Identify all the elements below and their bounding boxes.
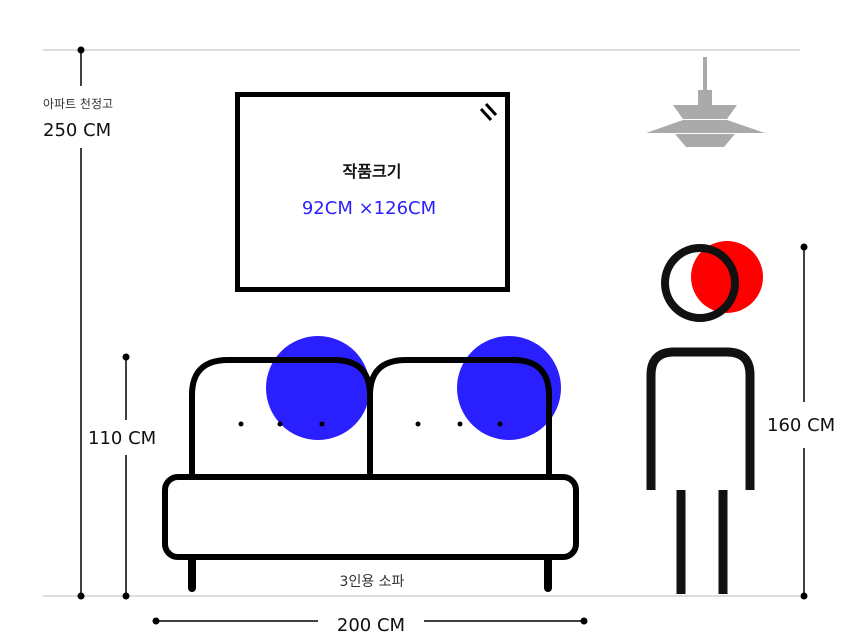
sofa-height-value: 110 CM (88, 428, 156, 449)
artwork-frame: 작품크기 92CM ×126CM (235, 92, 510, 292)
sofa-buttons (238, 421, 503, 427)
sofa-label: 3인용 소파 (340, 574, 405, 590)
ceiling-value: 250 CM (43, 120, 111, 141)
artwork-title: 작품크기 (343, 162, 402, 181)
person-icon (646, 241, 763, 594)
artwork-size: 92CM ×126CM (302, 198, 436, 219)
sofa-icon (162, 357, 579, 592)
ceiling-dimension: 아파트 천정고 250 CM (43, 46, 113, 600)
ceiling-label: 아파트 천정고 (43, 96, 113, 111)
person-height-dimension: 160 CM (767, 243, 835, 600)
pendant-lamp-icon (646, 57, 765, 147)
person-height-value: 160 CM (767, 415, 835, 436)
hanger-icon (479, 107, 493, 122)
cushion-right (457, 336, 561, 440)
sofa-width-value: 200 CM (337, 615, 405, 636)
sofa-width-dimension: 200 CM (152, 615, 588, 636)
sofa-height-dimension: 110 CM (88, 353, 156, 600)
